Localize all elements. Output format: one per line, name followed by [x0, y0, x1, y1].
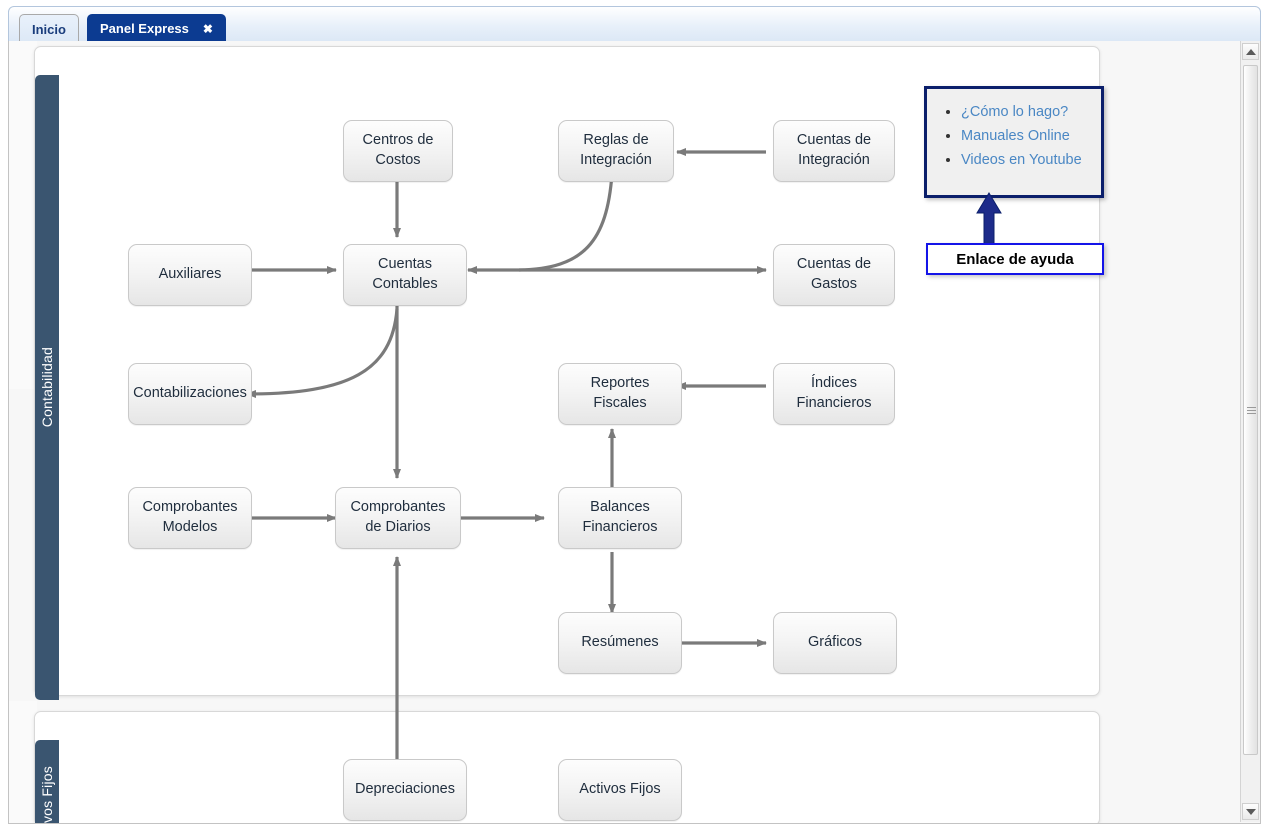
node-cuentas-contables-line1: Cuentas — [377, 256, 432, 273]
left-rail-top — [9, 41, 37, 389]
node-depreciaciones-label: Depreciaciones — [355, 781, 455, 798]
node-activos-fijos-label: Activos Fijos — [579, 781, 661, 798]
node-reportes-fiscales[interactable]: Reportes Fiscales — [558, 363, 682, 425]
node-comprobantes-modelos-line2: Modelos — [162, 519, 218, 535]
node-cuentas-de-gastos-line1: Cuentas de — [796, 256, 872, 273]
node-cuentas-de-gastos-line2: Gastos — [811, 276, 857, 292]
sidebar-item-contabilidad-label: Contabilidad — [39, 347, 55, 428]
node-comprobantes-modelos[interactable]: Comprobantes Modelos — [128, 487, 252, 549]
scrollbar-grip-icon — [1247, 407, 1256, 416]
node-resumenes-label: Resúmenes — [581, 634, 659, 651]
left-rail-bottom — [9, 701, 37, 823]
node-indices-financieros-line2: Financieros — [796, 395, 872, 411]
list-item: ¿Cómo lo hago? — [961, 103, 1101, 121]
node-comprobantes-de-diarios-line2: de Diarios — [365, 519, 431, 535]
list-item: Videos en Youtube — [961, 151, 1101, 169]
sidebar-item-activos-fijos-label: vos Fijos — [39, 766, 55, 824]
node-activos-fijos[interactable]: Activos Fijos — [558, 759, 682, 821]
node-cuentas-de-integracion-line1: Cuentas de — [796, 132, 872, 149]
node-contabilizaciones-label: Contabilizaciones — [133, 385, 247, 402]
node-balances-financieros-line2: Financieros — [582, 519, 658, 535]
sidebar-item-contabilidad[interactable]: Contabilidad — [35, 75, 59, 700]
tab-panel-express-label: Panel Express — [100, 21, 189, 36]
node-cuentas-de-gastos[interactable]: Cuentas de Gastos — [773, 244, 895, 306]
node-cuentas-de-integracion[interactable]: Cuentas de Integración — [773, 120, 895, 182]
node-cuentas-contables-line2: Contables — [372, 276, 438, 292]
node-auxiliares-label: Auxiliares — [158, 266, 222, 283]
callout-enlace-de-ayuda-label: Enlace de ayuda — [956, 250, 1074, 268]
node-reportes-fiscales-line2: Fiscales — [593, 395, 647, 411]
scroll-up-button[interactable] — [1242, 43, 1259, 60]
help-link-videos-youtube[interactable]: Videos en Youtube — [961, 152, 1082, 168]
help-links-box: ¿Cómo lo hago? Manuales Online Videos en… — [924, 86, 1104, 198]
help-link-como-lo-hago[interactable]: ¿Cómo lo hago? — [961, 104, 1069, 120]
scroll-down-button[interactable] — [1242, 803, 1259, 820]
node-reportes-fiscales-line1: Reportes — [590, 375, 650, 392]
help-link-manuales-online[interactable]: Manuales Online — [961, 128, 1070, 144]
node-resumenes[interactable]: Resúmenes — [558, 612, 682, 674]
node-indices-financieros[interactable]: Índices Financieros — [773, 363, 895, 425]
node-auxiliares[interactable]: Auxiliares — [128, 244, 252, 306]
tab-inicio[interactable]: Inicio — [19, 14, 79, 43]
node-centros-de-costos[interactable]: Centros de Costos — [343, 120, 453, 182]
node-cuentas-de-integracion-line2: Integración — [798, 152, 870, 168]
node-balances-financieros[interactable]: Balances Financieros — [558, 487, 682, 549]
scroll-down-arrow-icon — [1245, 808, 1256, 815]
help-links-list: ¿Cómo lo hago? Manuales Online Videos en… — [927, 89, 1101, 169]
node-graficos-label: Gráficos — [808, 634, 862, 651]
sidebar-item-activos-fijos[interactable]: vos Fijos — [35, 740, 59, 824]
node-reglas-de-integracion-line1: Reglas de — [583, 132, 649, 149]
tab-bar: Inicio Panel Express ✖ — [8, 6, 1261, 43]
node-cuentas-contables[interactable]: Cuentas Contables — [343, 244, 467, 306]
node-reglas-de-integracion[interactable]: Reglas de Integración — [558, 120, 674, 182]
tab-inicio-label: Inicio — [32, 21, 66, 37]
list-item: Manuales Online — [961, 127, 1101, 145]
scrollbar-thumb[interactable] — [1243, 65, 1258, 755]
node-comprobantes-de-diarios[interactable]: Comprobantes de Diarios — [335, 487, 461, 549]
node-centros-de-costos-line2: Costos — [375, 152, 421, 168]
content-viewport: Contabilidad vos Fijos — [8, 41, 1261, 824]
close-icon[interactable]: ✖ — [202, 21, 213, 36]
callout-enlace-de-ayuda: Enlace de ayuda — [926, 243, 1104, 275]
node-comprobantes-modelos-line1: Comprobantes — [142, 499, 238, 516]
callout-arrow-icon — [976, 192, 1002, 246]
diagram-canvas: Contabilidad vos Fijos — [9, 41, 1241, 824]
node-graficos[interactable]: Gráficos — [773, 612, 897, 674]
tab-panel-express[interactable]: Panel Express ✖ — [87, 14, 226, 43]
node-centros-de-costos-line1: Centros de — [362, 132, 434, 149]
node-comprobantes-de-diarios-line1: Comprobantes — [350, 499, 446, 516]
node-indices-financieros-line1: Índices — [811, 375, 857, 392]
node-reglas-de-integracion-line2: Integración — [580, 152, 652, 168]
scroll-up-arrow-icon — [1245, 48, 1256, 55]
node-contabilizaciones[interactable]: Contabilizaciones — [128, 363, 252, 425]
node-depreciaciones[interactable]: Depreciaciones — [343, 759, 467, 821]
vertical-scrollbar[interactable] — [1240, 41, 1260, 822]
node-balances-financieros-line1: Balances — [590, 499, 650, 516]
